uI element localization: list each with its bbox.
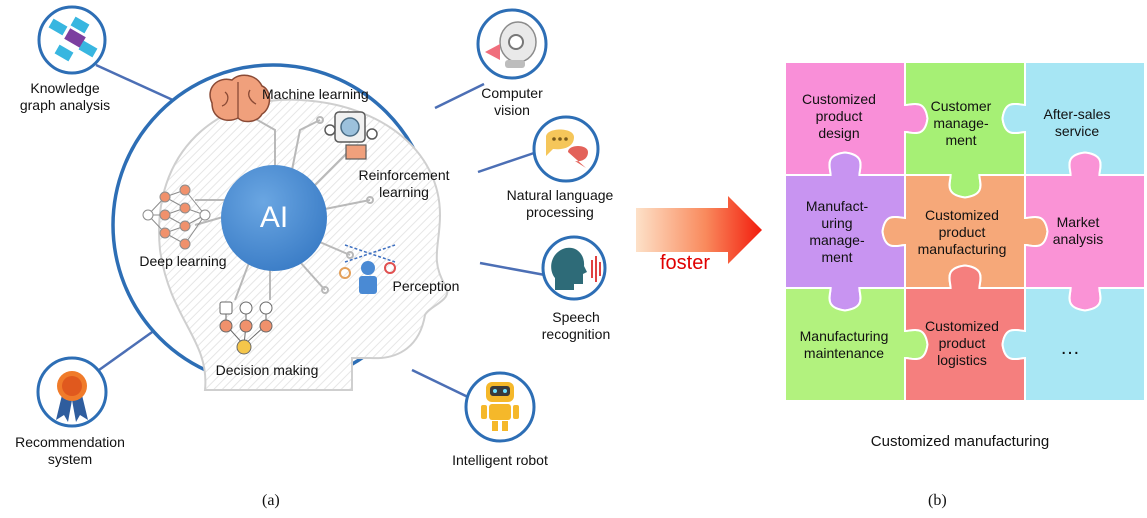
reinforcement-line-2: learning [379, 184, 429, 200]
puzzle-5-line-1: Customized [925, 207, 999, 223]
speech-line-1: Speech [552, 309, 600, 325]
puzzle-1-line-3: design [818, 125, 860, 141]
ai-center-disc [221, 165, 327, 271]
computer-vision-line-2: vision [494, 102, 530, 118]
puzzle-4-line-4: ment [821, 249, 853, 265]
puzzle-text-4: Manufact- uring manage- ment [792, 198, 882, 266]
deep-learning-label: Deep learning [139, 253, 227, 269]
recommendation-label: Recommendation system [0, 434, 140, 468]
reinforcement-line-1: Reinforcement [358, 167, 450, 183]
knowledge-graph-label: Knowledge graph analysis [0, 80, 130, 114]
computer-vision-label: Computer vision [470, 85, 554, 119]
puzzle-text-1: Customized product design [783, 91, 895, 142]
puzzle-text-7: Manufacturing maintenance [784, 328, 904, 362]
ai-center-label: AI [259, 201, 289, 234]
decision-tree-icon [219, 301, 273, 355]
puzzle-4-line-1: Manufact- [805, 198, 869, 214]
puzzle-3-line-2: service [1054, 123, 1100, 139]
recommendation-line-1: Recommendation [15, 434, 125, 450]
award-medal-icon [36, 356, 108, 428]
puzzle-3-line-1: After-sales [1043, 106, 1111, 122]
intelligent-robot-label: Intelligent robot [452, 452, 548, 468]
puzzle-text-3: After-sales service [1024, 106, 1130, 140]
puzzle-6-line-1: Market [1056, 214, 1100, 230]
puzzle-1-line-2: product [815, 108, 863, 124]
perception-icon [339, 244, 396, 294]
speech-bubble-icon [532, 115, 600, 183]
puzzle-piece-9 [1001, 287, 1146, 402]
foster-arrow [636, 196, 762, 264]
camera-vision-icon [476, 8, 548, 80]
knowledge-graph-line-1: Knowledge [30, 80, 100, 96]
puzzle-7-line-2: maintenance [803, 345, 885, 361]
speech-recognition-label: Speech recognition [526, 309, 626, 343]
puzzle-8-line-1: Customized [925, 318, 999, 334]
puzzle-1-line-1: Customized [802, 91, 876, 107]
puzzle-2-line-3: ment [945, 132, 977, 148]
nlp-line-1: Natural language [506, 187, 614, 203]
puzzle-text-5: Customized product manufacturing [907, 207, 1017, 258]
decision-making-label: Decision making [215, 362, 319, 378]
puzzle-6-line-2: analysis [1052, 231, 1104, 247]
jigsaw-puzzle [784, 61, 1146, 402]
computer-vision-line-1: Computer [481, 85, 543, 101]
puzzle-8-line-3: logistics [937, 352, 987, 368]
nlp-label: Natural language processing [490, 187, 630, 221]
caption-b: (b) [928, 492, 947, 509]
puzzle-2-line-1: Customer [930, 98, 992, 114]
reinforcement-learning-label: Reinforcement learning [348, 167, 460, 201]
customized-manufacturing-title: Customized manufacturing [870, 433, 1050, 450]
reinforcement-icon [324, 111, 378, 160]
puzzle-2-line-2: manage- [933, 115, 989, 131]
puzzle-7-line-1: Manufacturing [799, 328, 889, 344]
puzzle-text-9: … [1030, 337, 1110, 359]
nlp-line-2: processing [526, 204, 594, 220]
puzzle-4-line-3: manage- [809, 232, 865, 248]
puzzle-text-2: Customer manage- ment [905, 98, 1017, 149]
machine-learning-label: Machine learning [262, 86, 369, 102]
recommendation-line-2: system [47, 451, 93, 467]
perception-label: Perception [392, 278, 460, 294]
brain-icon [209, 74, 271, 123]
puzzle-4-line-2: uring [821, 215, 853, 231]
puzzle-5-line-2: product [938, 224, 986, 240]
neural-network-icon [142, 184, 211, 250]
robot-icon [464, 371, 536, 443]
knowledge-graph-icon [37, 5, 107, 75]
puzzle-9-line-1: … [1060, 337, 1080, 359]
caption-a: (a) [262, 492, 280, 509]
foster-label: foster [659, 252, 711, 274]
puzzle-8-line-2: product [938, 335, 986, 351]
connector-lines [91, 63, 546, 400]
puzzle-text-6: Market analysis [1028, 214, 1128, 248]
puzzle-text-8: Customized product logistics [910, 318, 1014, 369]
voice-head-icon [541, 235, 607, 301]
speech-line-2: recognition [541, 326, 611, 342]
puzzle-5-line-3: manufacturing [917, 241, 1007, 257]
knowledge-graph-line-2: graph analysis [19, 97, 111, 113]
